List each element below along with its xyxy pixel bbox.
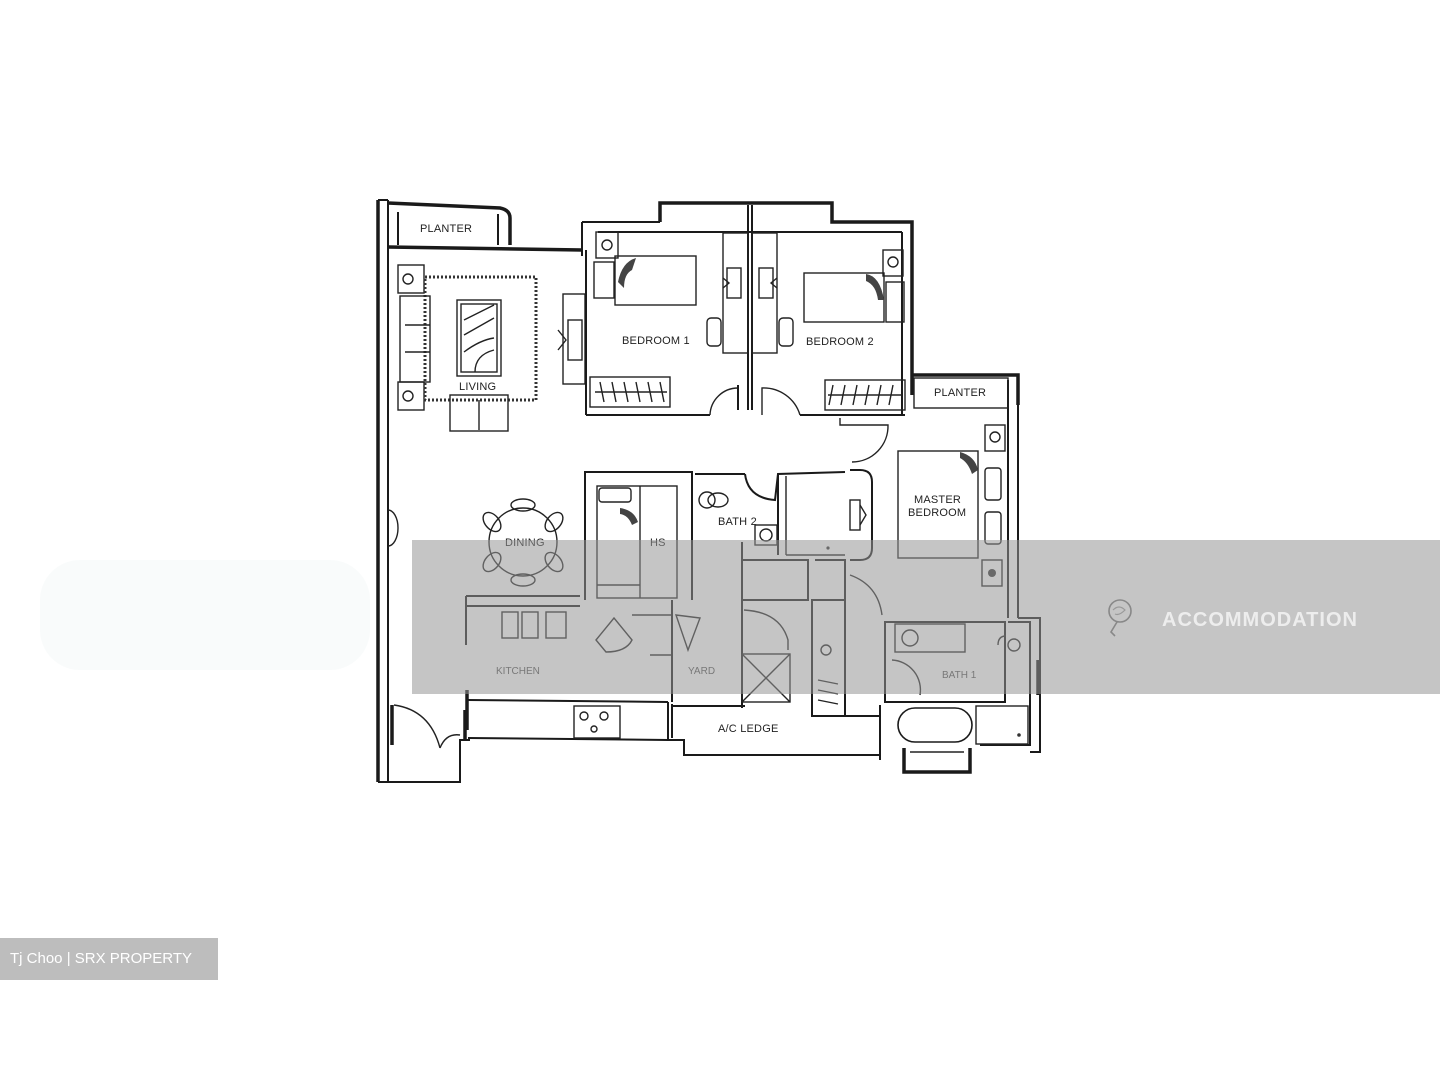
balloon-logo-icon — [1108, 599, 1132, 637]
photo-credit-label: Tj Choo | SRX PROPERTY — [0, 938, 218, 980]
room-label-bath2: BATH 2 — [718, 516, 757, 528]
room-label-master-line1: MASTER — [914, 494, 961, 506]
living-furniture — [397, 264, 586, 432]
room-label-planter-right: PLANTER — [934, 387, 986, 399]
watermark-band — [412, 540, 1440, 694]
room-label-ac-ledge: A/C LEDGE — [718, 723, 779, 735]
outer-walls — [376, 199, 1041, 783]
window-left — [387, 509, 399, 547]
bedroom2-furniture — [751, 232, 906, 463]
room-label-living: LIVING — [459, 381, 496, 393]
room-label-bedroom1: BEDROOM 1 — [622, 335, 690, 347]
bedroom1-furniture — [585, 231, 749, 416]
room-label-master-line2: BEDROOM — [908, 507, 966, 519]
watermark-ghost-band — [40, 560, 370, 670]
watermark-text: ACCOMMODATION — [1162, 609, 1358, 631]
entrance-door — [390, 704, 467, 749]
room-label-bedroom2: BEDROOM 2 — [806, 336, 874, 348]
room-label-planter-top: PLANTER — [420, 223, 472, 235]
